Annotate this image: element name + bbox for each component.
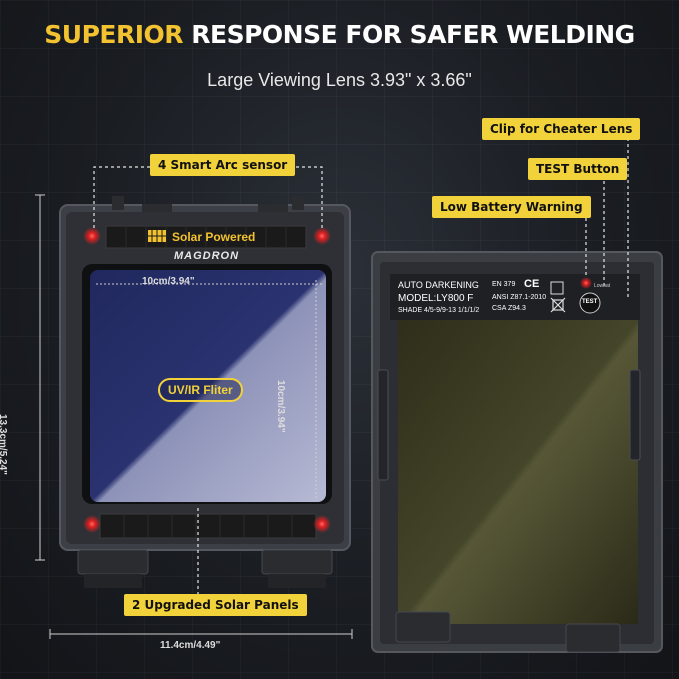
back-label-line1: AUTO DARKENING — [398, 280, 479, 290]
recycle-bin-icon — [550, 297, 566, 313]
total-height-dimension: 13.3cm/5.24" — [0, 414, 8, 475]
test-button — [579, 292, 601, 314]
ce-mark: CE — [524, 278, 540, 290]
total-width-dimension: 11.4cm/4.49" — [160, 640, 221, 651]
back-label-line2: MODEL:LY800 F — [398, 293, 474, 304]
solar-panel-icon — [148, 230, 166, 242]
lens-width-dimension: 10cm/3.94" — [142, 276, 195, 287]
back-filter-cartridge — [371, 251, 663, 653]
arc-sensor-1 — [83, 227, 101, 245]
title-accent: SUPERIOR — [44, 20, 184, 49]
solar-powered-label: Solar Powered — [172, 230, 256, 244]
arc-sensor-4 — [313, 515, 331, 533]
back-label-line3: SHADE 4/5-9/9-13 1/1/1/2 — [398, 307, 480, 314]
title-rest: RESPONSE FOR SAFER WELDING — [183, 20, 635, 49]
page-title: SUPERIOR RESPONSE FOR SAFER WELDING — [0, 20, 679, 49]
brand-logo: MAGDRON — [174, 250, 240, 262]
sensor-callout: 4 Smart Arc sensor — [150, 154, 296, 176]
low-battery-led — [580, 277, 592, 289]
uv-ir-filter-badge: UV/IR Fliter — [158, 378, 243, 402]
solar-panels-callout: 2 Upgraded Solar Panels — [124, 594, 307, 616]
arc-sensor-2 — [313, 227, 331, 245]
test-button-callout: TEST Button — [528, 158, 628, 180]
standard-en379: EN 379 — [492, 281, 516, 288]
lens-height-dimension: 10cm/3.94" — [275, 380, 286, 433]
clip-callout: Clip for Cheater Lens — [482, 118, 641, 140]
dimension-lines — [35, 194, 353, 639]
arc-sensor-3 — [83, 515, 101, 533]
battery-callout: Low Battery Warning — [432, 196, 591, 218]
standard-ansi: ANSI Z87.1-2010 — [492, 294, 547, 301]
page-subtitle: Large Viewing Lens 3.93" x 3.66" — [207, 70, 472, 90]
standard-csa: CSA Z94.3 — [492, 305, 526, 312]
lowbat-label: Lowbat — [594, 283, 611, 289]
book-icon — [550, 281, 564, 295]
test-button-label: TEST — [582, 299, 598, 305]
